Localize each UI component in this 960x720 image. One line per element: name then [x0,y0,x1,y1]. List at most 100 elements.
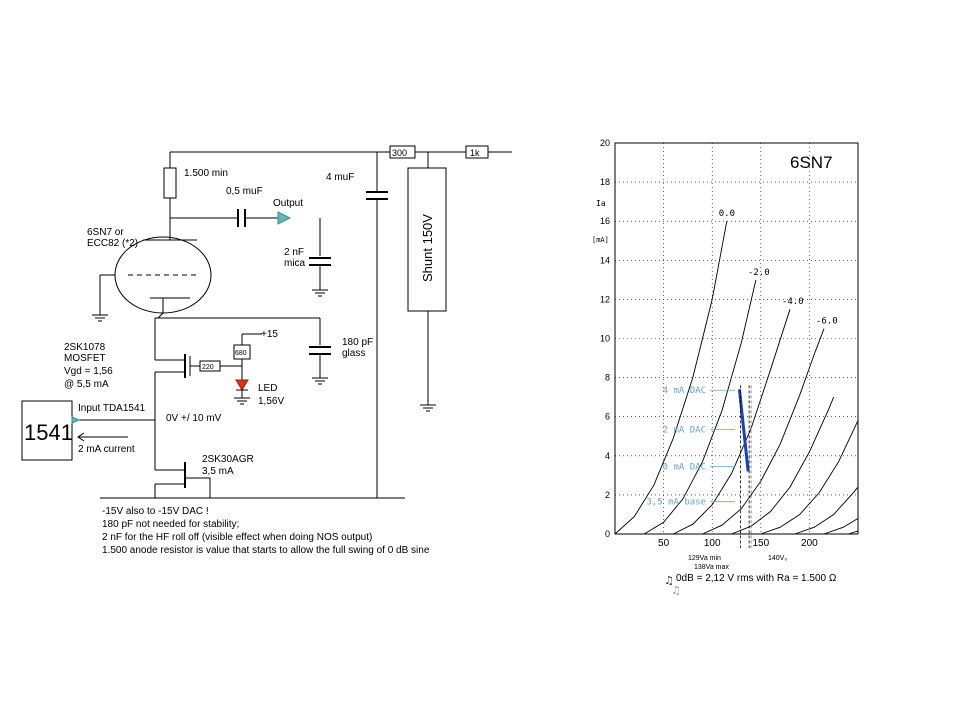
y-tick-label: 10 [600,334,610,344]
note-1: -15V also to -15V DAC ! [102,506,209,517]
y-tick-label: 8 [605,373,610,383]
series-line [823,518,859,535]
resistor-300-label: 300 [392,148,407,158]
music-note-icon-2: ♫ [671,584,681,597]
glass-cap-value: 180 pF [342,337,373,348]
chart-annotations: 4 mA DAC 2 mA DAC 0 mA DAC 3,5 mA base [646,386,735,508]
music-note-icon: ♫ [664,574,674,587]
y-tick-label: 14 [600,255,610,265]
resistor-300 [389,145,416,159]
note-4: 1.500 anode resistor is value that start… [102,545,430,556]
chart-curve-labels: 0.0 -2.0 -4.0 -6.0 [719,209,838,327]
x-tick-label: 150 [752,538,769,549]
x-tick-label: 200 [801,538,818,549]
tube-cathode-lead [157,298,164,319]
series-label: -6.0 [816,317,838,327]
series-line [760,420,859,535]
annotation-label: 0 mA DAC [663,462,706,472]
mosfet-label-4: @ 5,5 mA [64,379,109,390]
shunt-regulator [407,167,447,312]
tube-label-1: 6SN7 or [87,227,124,238]
mosfet-label-2: MOSFET [64,353,106,364]
series-label: -2.0 [748,268,770,278]
mosfet-label-1: 2SK1078 [64,342,106,353]
current-arrow-icon [77,432,85,442]
y-tick-label: 0 [605,529,610,539]
series-label: 0.0 [719,209,735,219]
resistor-680-label: 680 [235,350,247,357]
current-label: 2 mA current [78,444,135,455]
glass-cap-type: glass [342,348,365,359]
jfet-gate-wire [185,477,211,498]
jfet-label-1: 2SK30AGR [202,454,254,465]
y-tick-label: 6 [605,412,610,422]
chart-ticks: 0 2 4 6 8 10 12 14 16 18 20 50 100 150 200 [600,138,818,549]
output-arrow-icon [277,211,292,225]
series-line [848,530,859,535]
y-tick-label: 12 [600,294,610,304]
mosfet-label-3: Vgd = 1,56 [64,366,113,377]
vline-label: 140V₀ [768,555,787,562]
led-label: LED [258,383,277,394]
input-label: Input TDA1541 [78,403,146,414]
series-line [673,309,791,535]
y-axis-label: Ia [596,199,606,208]
ground-icon [312,289,328,297]
series-line [643,279,757,535]
dac-block [21,400,73,461]
anode-resistor-label: 1.500 min [184,168,228,179]
dac-block-label: 1541 [24,420,73,445]
offset-label: 0V +/ 10 mV [166,413,222,424]
mica-cap-value: 2 nF [284,247,304,258]
y-tick-label: 20 [600,138,610,148]
mica-cap-type: mica [284,258,306,269]
led-icon [235,379,249,391]
plus15-label: +15 [261,329,278,340]
shunt-label: Shunt 150V [420,214,435,282]
y-tick-label: 16 [600,216,610,226]
y-tick-label: 2 [605,490,610,500]
chart-footer: 0dB = 2,12 V rms with Ra = 1.500 Ω [676,573,837,584]
tube-characteristic-chart: 0 2 4 6 8 10 12 14 16 18 20 50 100 150 200 0.0 -2.0 -4.0… [592,138,859,597]
y-tick-label: 4 [605,451,610,461]
resistor-220-label: 220 [202,364,214,371]
note-2: 180 pF not needed for stability; [102,519,239,530]
vline-label: 138Va max [694,564,729,571]
ground-icon [420,404,436,412]
ground-icon [234,397,250,405]
schematic [21,145,512,499]
y-axis-unit: [mA] [592,236,609,244]
led-voltage-label: 1,56V [258,396,284,407]
chart-vlines: 129Va min 138Va max 140V₀ [688,385,787,571]
annotation-label: 4 mA DAC [663,386,706,396]
annotation-label: 3,5 mA base [646,498,706,508]
tube-label-2: ECC82 (*2) [87,238,138,249]
y-tick-label: 18 [600,177,610,187]
jfet-label-2: 3,5 mA [202,466,234,477]
chart-title: 6SN7 [790,153,833,172]
series-line [614,221,728,535]
dac-swing-line [737,389,750,472]
vline-label: 129Va min [688,555,721,562]
ground-icon [92,314,108,322]
input-arrow-icon [71,416,81,424]
x-tick-label: 100 [704,538,721,549]
ground-icon [312,377,328,385]
schematic-labels: 1.500 min 0,5 muF Output 6SN7 or ECC82 (… [24,148,480,556]
resistor-1k [465,145,489,159]
psu-cap-label: 4 muF [326,172,354,183]
annotation-label: 2 mA DAC [663,425,706,435]
series-line [794,486,859,535]
coupling-cap-label: 0,5 muF [226,186,263,197]
cathode-wire [154,317,158,360]
anode-resistor [163,167,177,199]
resistor-1k-label: 1k [470,148,480,158]
x-tick-label: 50 [658,538,670,549]
note-3: 2 nF for the HF roll off (visible effect… [102,532,372,543]
output-label: Output [273,198,303,209]
series-label: -4.0 [782,297,804,307]
series-line [702,328,825,535]
chart-grid [615,143,858,534]
